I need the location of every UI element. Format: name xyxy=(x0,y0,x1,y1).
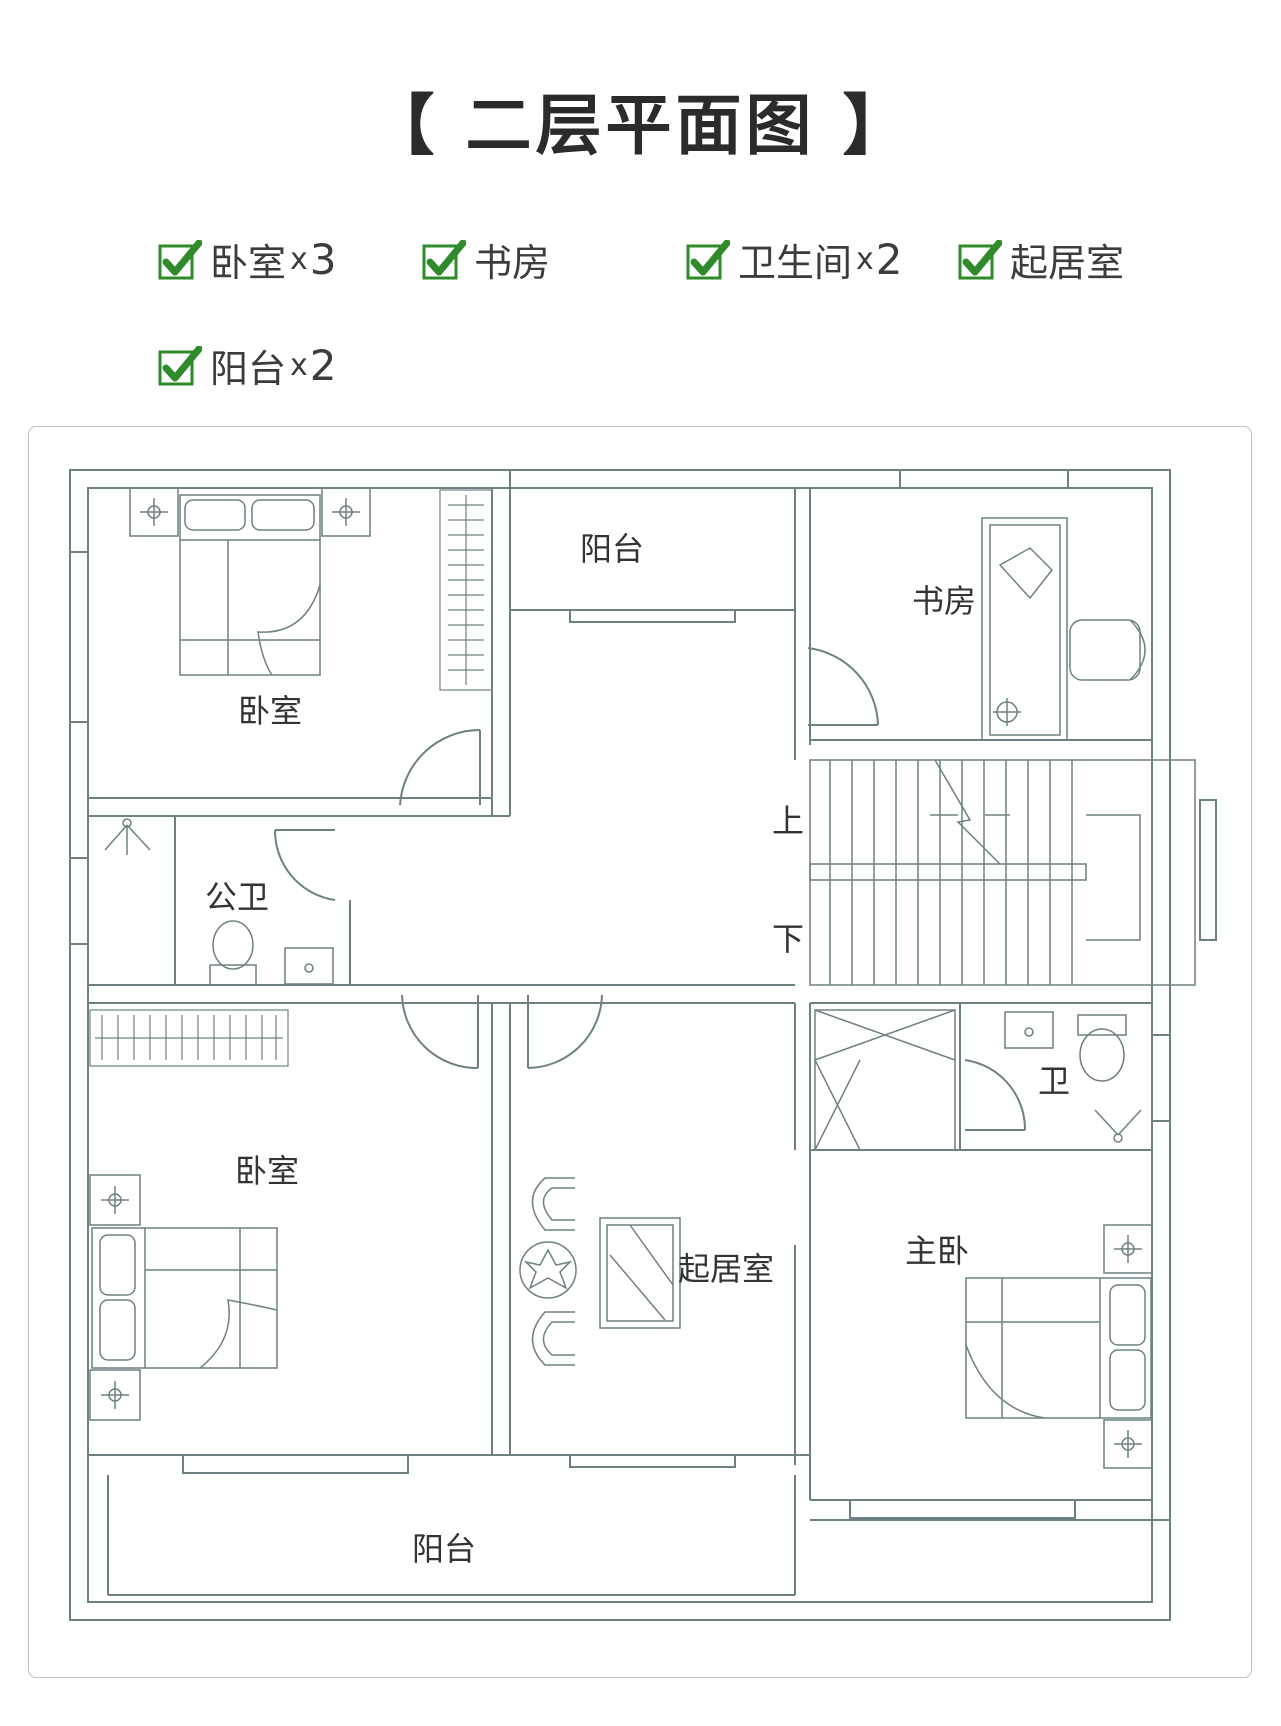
bed-icon xyxy=(965,1224,1153,1469)
stairs-down-label: 下 xyxy=(772,920,804,958)
stairs-up-label: 上 xyxy=(772,802,804,840)
checkmark-icon xyxy=(158,345,202,385)
room-label-bedroom-nw: 卧室 xyxy=(238,692,302,730)
bed-icon xyxy=(89,1174,278,1421)
wardrobe xyxy=(89,1009,289,1067)
wardrobe xyxy=(439,489,493,691)
chair-icon xyxy=(1069,619,1146,681)
room-label-study: 书房 xyxy=(912,582,976,620)
feature-label: 起居室 xyxy=(1010,241,1125,285)
feature-label: 卧室 xyxy=(210,241,287,285)
feature-count: 3 xyxy=(309,235,337,284)
feature-study: 书房 xyxy=(422,232,550,287)
room-label-balcony-bottom: 阳台 xyxy=(412,1530,476,1568)
windows xyxy=(69,469,1217,1519)
room-label-master: 主卧 xyxy=(905,1232,969,1270)
living-furniture xyxy=(519,1177,681,1366)
feature-living-room: 起居室 xyxy=(958,232,1124,287)
room-label-living: 起居室 xyxy=(678,1250,774,1288)
page-title: 【 二层平面图 】 xyxy=(368,87,913,164)
feature-times: x xyxy=(856,242,874,277)
room-label-public-wc: 公卫 xyxy=(205,878,269,916)
wc-fixtures xyxy=(814,1009,1142,1151)
plan-frame xyxy=(28,426,1252,1678)
bed-icon xyxy=(129,487,371,676)
feature-label: 卫生间 xyxy=(738,241,853,285)
feature-count: 2 xyxy=(309,341,337,390)
staircase xyxy=(809,759,1196,986)
room-label-bedroom-sw: 卧室 xyxy=(235,1152,299,1190)
doors xyxy=(273,647,1027,1131)
checkmark-icon xyxy=(158,239,202,279)
feature-label: 书房 xyxy=(474,241,551,285)
feature-times: x xyxy=(290,348,308,383)
public-wc-fixtures xyxy=(104,818,334,986)
room-label-balcony-top: 阳台 xyxy=(580,530,644,568)
feature-count: 2 xyxy=(875,235,903,284)
room-label-wc: 卫 xyxy=(1038,1062,1070,1100)
checkmark-icon xyxy=(422,239,466,279)
feature-times: x xyxy=(290,242,308,277)
checkmark-icon xyxy=(686,239,730,279)
interior-walls xyxy=(88,470,1170,1596)
desk xyxy=(981,517,1068,741)
feature-label: 阳台 xyxy=(210,347,287,391)
checkmark-icon xyxy=(958,239,1002,279)
